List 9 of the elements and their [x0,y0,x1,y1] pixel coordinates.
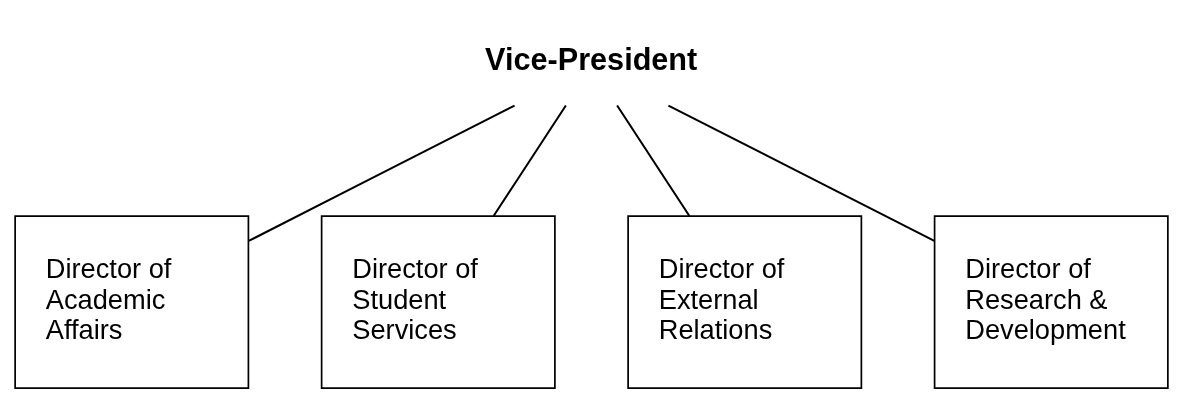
connector [492,105,567,217]
node-text: Vice-President [485,42,698,77]
connector [248,104,515,242]
connector [668,104,935,242]
node-box: Director of Student Services [320,215,556,390]
node-box: Director of Research & Development [933,215,1169,390]
node-box: Director of Academic Affairs [14,215,250,390]
connector [616,105,691,217]
node-box: Director of External Relations [627,215,863,390]
